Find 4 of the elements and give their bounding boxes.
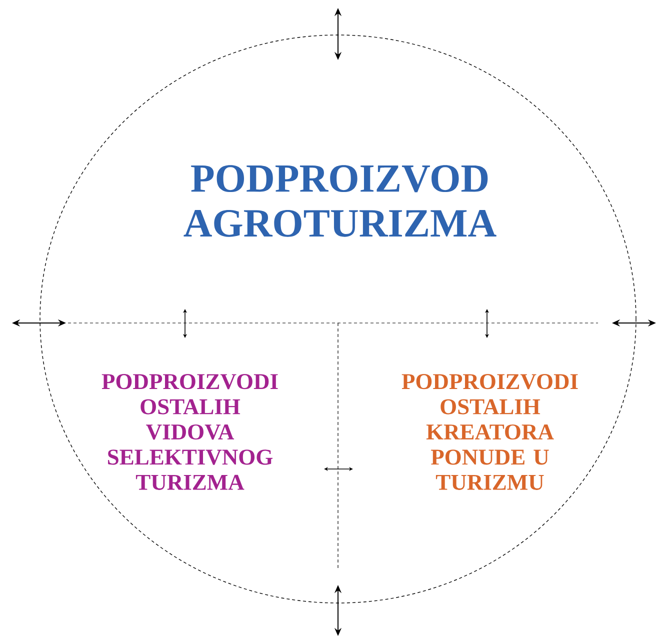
section-title: PODPROIZVODI OSTALIH KREATORA PONUDE U TURIZMU xyxy=(402,374,578,490)
boundary-circle xyxy=(40,34,636,604)
section-title: PODPROIZVOD AGROTURIZMA xyxy=(184,165,496,237)
section-title: PODPROIZVODI OSTALIH VIDOVA SELEKTIVNOG TURIZMA xyxy=(102,374,278,490)
